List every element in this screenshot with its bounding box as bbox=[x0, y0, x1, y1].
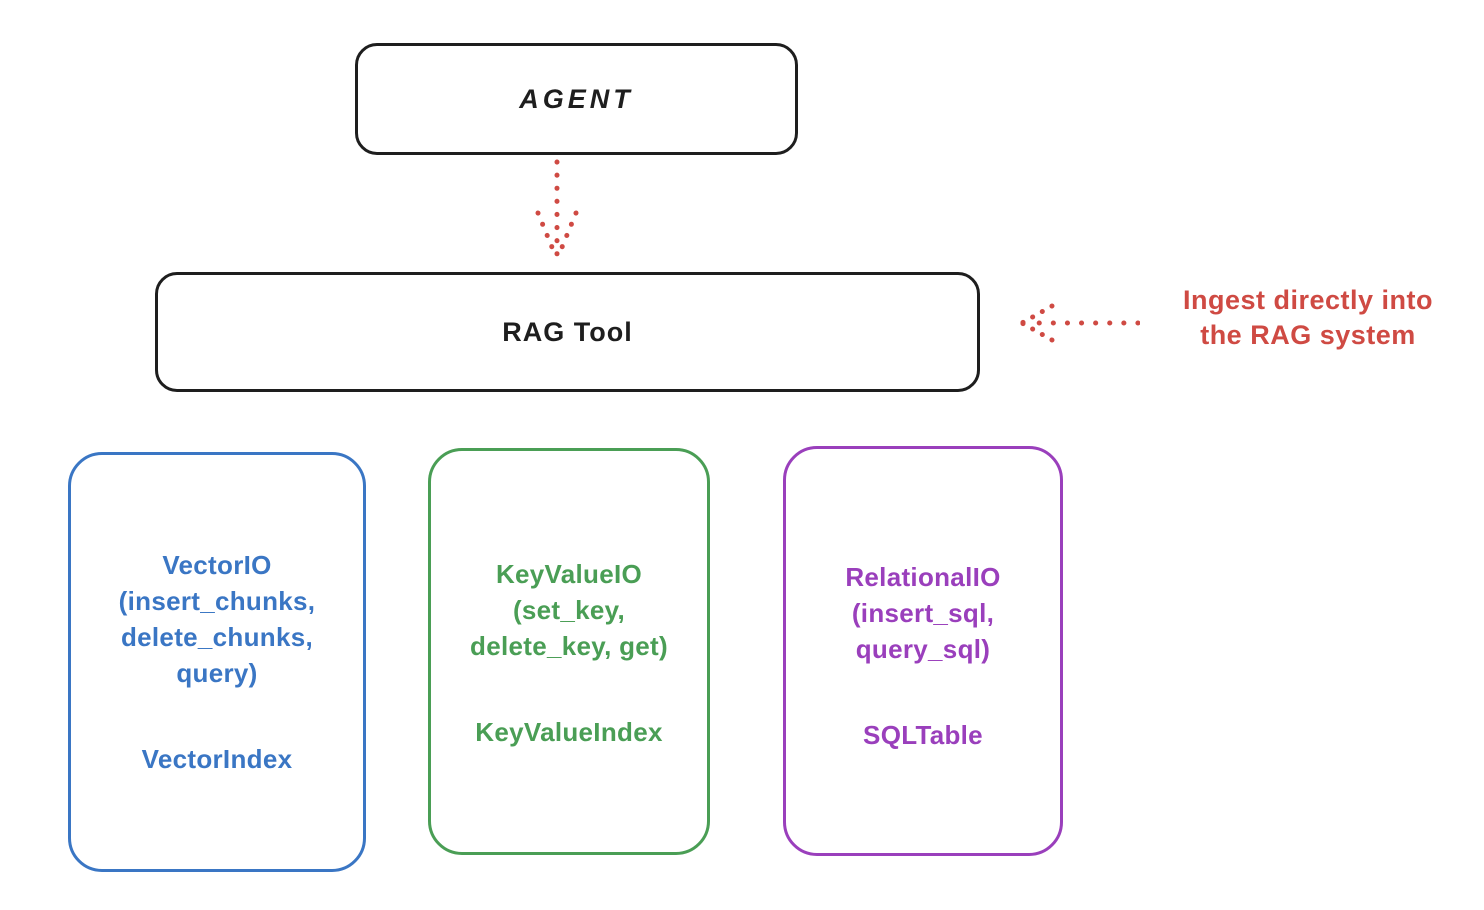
rag-tool-node: RAG Tool bbox=[155, 272, 980, 392]
keyvalueio-signature: KeyValueIO (set_key, delete_key, get) bbox=[470, 559, 668, 661]
relationalio-signature: RelationalIO (insert_sql, query_sql) bbox=[845, 562, 1001, 664]
agent-node: AGENT bbox=[355, 43, 798, 155]
agent-to-ragtool-arrow-icon bbox=[535, 159, 579, 260]
keyvalueio-box: KeyValueIO (set_key, delete_key, get) Ke… bbox=[428, 448, 710, 855]
ingest-annotation-text: Ingest directly into the RAG system bbox=[1182, 285, 1434, 350]
relationalio-box: RelationalIO (insert_sql, query_sql) SQL… bbox=[783, 446, 1063, 856]
keyvalueio-index-label: KeyValueIndex bbox=[475, 717, 663, 747]
vectorio-box: VectorIO (insert_chunks, delete_chunks, … bbox=[68, 452, 366, 872]
rag-tool-label: RAG Tool bbox=[502, 316, 633, 347]
vectorio-signature: VectorIO (insert_chunks, delete_chunks, … bbox=[118, 550, 316, 688]
ingest-annotation-arrow-icon bbox=[1019, 303, 1140, 343]
relationalio-index-label: SQLTable bbox=[863, 720, 983, 750]
vectorio-index-label: VectorIndex bbox=[141, 744, 293, 774]
agent-label: AGENT bbox=[519, 83, 634, 114]
